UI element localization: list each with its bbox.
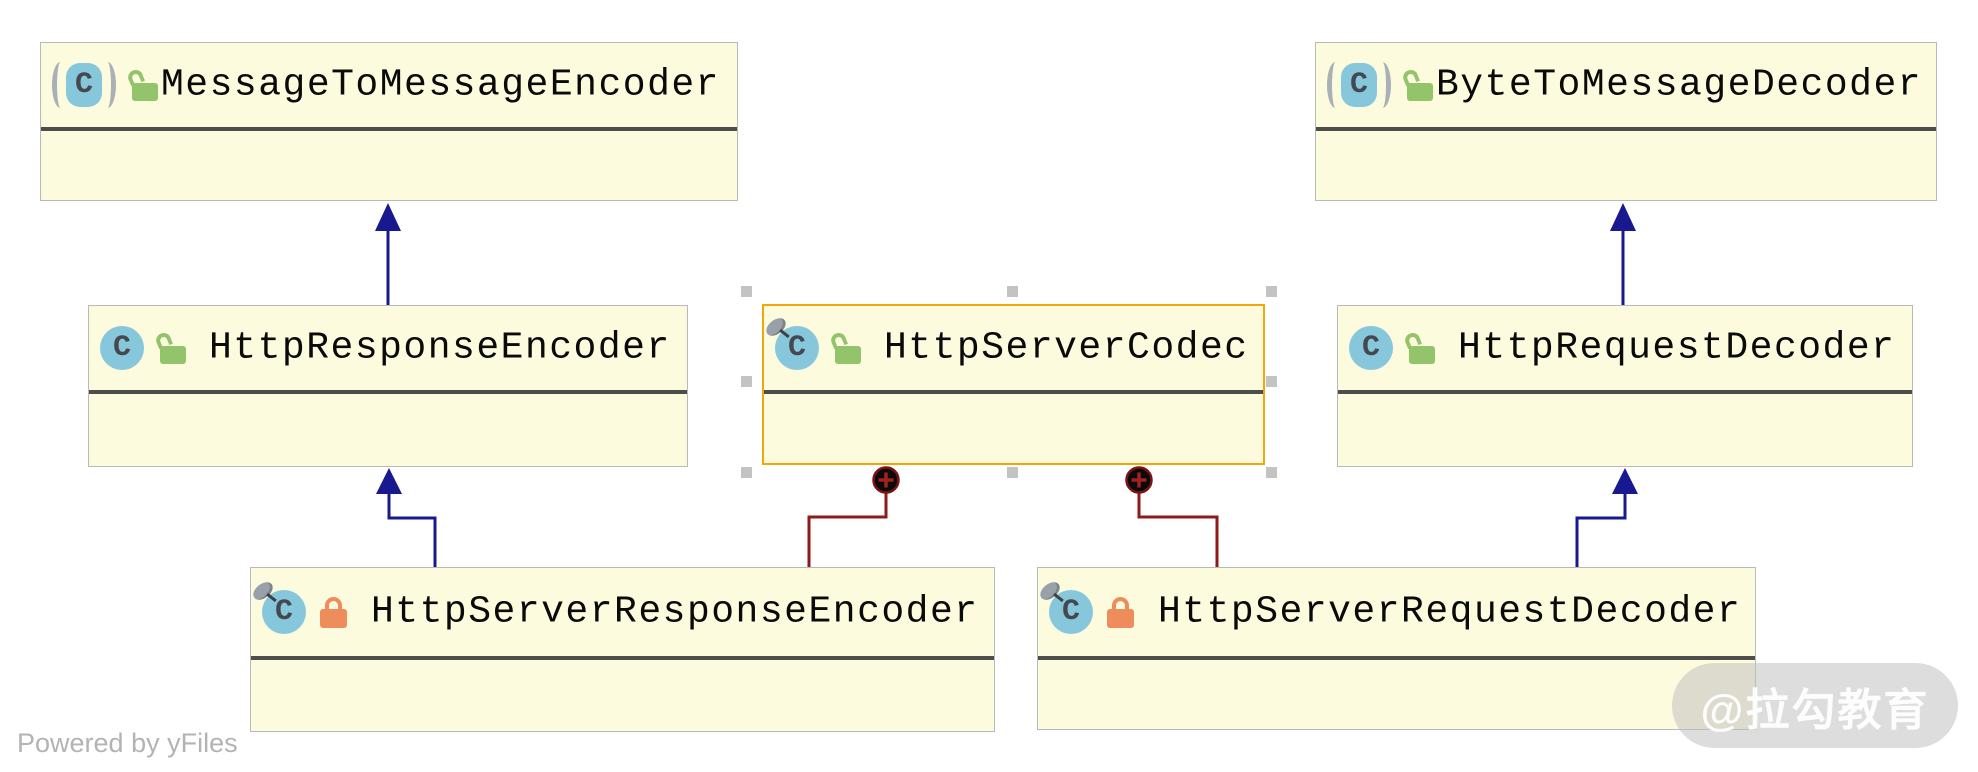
edge-inheritance-httpserverresponseencoder-to-httpresponseencoder[interactable] (376, 468, 437, 572)
members-compartment (1038, 660, 1755, 729)
class-name: HttpServerResponseEncoder (371, 590, 979, 634)
class-name: HttpServerCodec (884, 326, 1249, 370)
class-title-row: C HttpServerCodec (763, 306, 1263, 390)
compartment-separator (41, 127, 737, 131)
class-title-row: C ByteToMessageDecoder (1316, 43, 1936, 127)
unlocked-icon (125, 67, 158, 101)
selection-handle-bottom-right[interactable] (1266, 467, 1277, 478)
compartment-separator (1038, 656, 1755, 660)
class-name: HttpResponseEncoder (209, 326, 671, 370)
unlocked-icon (1400, 67, 1433, 101)
class-icon-cluster: C (763, 314, 861, 370)
compartment-separator (1338, 390, 1912, 394)
class-icon: C (274, 595, 293, 629)
abstract-class-icon: C (52, 62, 158, 108)
unlocked-icon (828, 330, 861, 364)
pin-icon (763, 314, 795, 347)
class-icon-cluster: C (250, 578, 348, 634)
inheritance-arrowhead-icon (375, 203, 401, 231)
abstract-paren-right-icon (99, 62, 116, 108)
compartment-separator (89, 390, 687, 394)
class-node-httprequestdecoder[interactable]: C HttpRequestDecoder (1337, 305, 1913, 467)
class-icon-cluster: C (100, 326, 186, 370)
class-title-row: C HttpRequestDecoder (1338, 306, 1912, 390)
pin-icon (1037, 578, 1069, 611)
selection-handle-middle-left[interactable] (741, 376, 752, 387)
locked-icon (320, 596, 348, 628)
selection-handle-top-left[interactable] (741, 286, 752, 297)
members-compartment (251, 660, 994, 731)
class-title-row: C HttpServerResponseEncoder (250, 568, 994, 656)
edge-inheritance-httpserverrequestdecoder-to-httprequestdecoder[interactable] (1575, 468, 1638, 572)
class-node-messagetomessageencoder[interactable]: C MessageToMessageEncoder (40, 42, 738, 201)
class-title-row: C MessageToMessageEncoder (41, 43, 737, 127)
compartment-separator (764, 390, 1263, 394)
plus-glyph-icon (1131, 472, 1147, 488)
class-title-row: C HttpResponseEncoder (89, 306, 687, 390)
class-icon: C (1361, 331, 1380, 365)
class-icon: C (1061, 595, 1080, 629)
class-icon-cluster: C (1037, 578, 1135, 634)
pin-icon (250, 578, 282, 611)
selection-handle-top-right[interactable] (1266, 286, 1277, 297)
class-name: HttpServerRequestDecoder (1158, 590, 1742, 634)
selection-handle-top-middle[interactable] (1007, 286, 1018, 297)
locked-icon (1107, 596, 1135, 628)
selection-handle-middle-right[interactable] (1266, 376, 1277, 387)
edge-inheritance-httprequestdecoder-to-bytetomessagedecoder[interactable] (1610, 203, 1636, 310)
compartment-separator (1316, 127, 1936, 131)
edge-line[interactable] (1575, 493, 1627, 572)
edge-line[interactable] (1137, 492, 1219, 572)
class-node-httpserverrequestdecoder[interactable]: C HttpServerRequestDecoder (1037, 567, 1756, 730)
inheritance-arrowhead-icon (376, 468, 402, 494)
class-node-httpservercodec[interactable]: C HttpServerCodec (762, 304, 1265, 465)
class-icon: C (74, 68, 93, 102)
class-icon: C (112, 331, 131, 365)
edge-inheritance-httpresponseencoder-to-messagetomessageencoder[interactable] (375, 203, 401, 310)
class-name: MessageToMessageEncoder (161, 63, 720, 107)
class-node-httpserverresponseencoder[interactable]: C HttpServerResponseEncoder (250, 567, 995, 732)
selection-handle-bottom-middle[interactable] (1007, 467, 1018, 478)
unlocked-icon (1402, 330, 1435, 364)
edge-line[interactable] (807, 492, 888, 572)
inheritance-arrowhead-icon (1610, 203, 1636, 231)
members-compartment (1316, 131, 1936, 200)
lagou-watermark: @拉勾教育 (1672, 663, 1958, 748)
abstract-class-icon: C (1327, 62, 1433, 108)
class-node-httpresponseencoder[interactable]: C HttpResponseEncoder (88, 305, 688, 467)
members-compartment (41, 131, 737, 200)
members-compartment (89, 394, 687, 466)
class-icon: C (1349, 68, 1368, 102)
plus-glyph-icon (878, 472, 894, 488)
compartment-separator (251, 656, 994, 660)
powered-by-yfiles-label: Powered by yFiles (17, 728, 238, 758)
abstract-paren-left-icon (52, 62, 69, 108)
class-name: HttpRequestDecoder (1458, 326, 1896, 370)
inheritance-arrowhead-icon (1612, 468, 1638, 494)
class-name: ByteToMessageDecoder (1436, 63, 1923, 107)
class-node-bytetomessagedecoder[interactable]: C ByteToMessageDecoder (1315, 42, 1937, 201)
members-compartment (1338, 394, 1912, 466)
class-icon-cluster: C (1349, 326, 1435, 370)
edge-line[interactable] (387, 493, 437, 572)
class-icon: C (787, 331, 806, 365)
edge-composition-httpservercodec-to-httpserverrequestdecoder[interactable] (1125, 466, 1219, 573)
lagou-watermark-text: @拉勾教育 (1700, 685, 1930, 735)
selection-handle-bottom-left[interactable] (741, 467, 752, 478)
members-compartment (764, 394, 1263, 463)
abstract-paren-right-icon (1374, 62, 1391, 108)
unlocked-icon (153, 330, 186, 364)
edge-composition-httpservercodec-to-httpserverresponseencoder[interactable] (807, 466, 900, 573)
abstract-paren-left-icon (1327, 62, 1344, 108)
class-title-row: C HttpServerRequestDecoder (1037, 568, 1755, 656)
